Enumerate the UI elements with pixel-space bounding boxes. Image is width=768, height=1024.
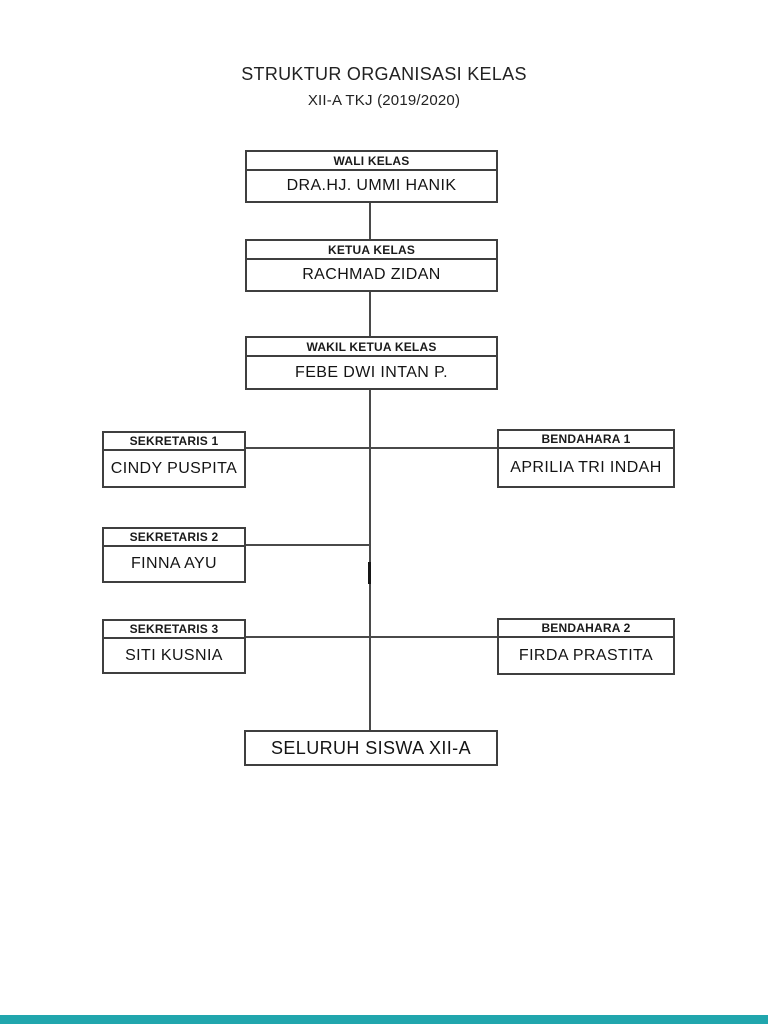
orgbox-bendahara-2: BENDAHARA 2 FIRDA PRASTITA: [497, 618, 675, 675]
connector-row3: [246, 636, 497, 638]
role-label-sekretaris-1: SEKRETARIS 1: [104, 433, 244, 451]
orgbox-sekretaris-2: SEKRETARIS 2 FINNA AYU: [102, 527, 246, 583]
role-label-sekretaris-2: SEKRETARIS 2: [104, 529, 244, 547]
orgbox-wali-kelas: WALI KELAS DRA.HJ. UMMI HANIK: [245, 150, 498, 203]
orgbox-ketua-kelas: KETUA KELAS RACHMAD ZIDAN: [245, 239, 498, 292]
label-seluruh-siswa: SELURUH SISWA XII-A: [271, 737, 471, 758]
chart-title: STRUKTUR ORGANISASI KELAS: [241, 64, 527, 84]
person-name-sekretaris-1: CINDY PUSPITA: [110, 459, 238, 477]
person-name-bendahara-2: FIRDA PRASTITA: [518, 646, 654, 664]
connector-trunk-accent: [368, 562, 371, 584]
role-label-wakil-ketua-kelas: WAKIL KETUA KELAS: [247, 338, 496, 357]
connector-row1: [246, 447, 497, 449]
connector-wali-to-ketua: [369, 203, 371, 239]
connector-row2: [246, 544, 370, 546]
person-name-bendahara-1: APRILIA TRI INDAH: [510, 458, 662, 476]
connector-ketua-to-wakil: [369, 292, 371, 336]
role-label-wali-kelas: WALI KELAS: [247, 152, 496, 171]
orgbox-seluruh-siswa: SELURUH SISWA XII-A: [244, 730, 498, 766]
orgbox-bendahara-1: BENDAHARA 1 APRILIA TRI INDAH: [497, 429, 675, 488]
person-name-ketua-kelas: RACHMAD ZIDAN: [302, 266, 441, 283]
connector-trunk: [369, 389, 371, 730]
orgbox-sekretaris-1: SEKRETARIS 1 CINDY PUSPITA: [102, 431, 246, 488]
orgbox-sekretaris-3: SEKRETARIS 3 SITI KUSNIA: [102, 619, 246, 674]
orgbox-wakil-ketua-kelas: WAKIL KETUA KELAS FEBE DWI INTAN P.: [245, 336, 498, 390]
role-label-ketua-kelas: KETUA KELAS: [247, 241, 496, 260]
person-name-sekretaris-2: FINNA AYU: [131, 555, 217, 572]
role-label-bendahara-1: BENDAHARA 1: [499, 431, 673, 449]
role-label-sekretaris-3: SEKRETARIS 3: [104, 621, 244, 639]
person-name-wali-kelas: DRA.HJ. UMMI HANIK: [286, 177, 457, 194]
person-name-sekretaris-3: SITI KUSNIA: [125, 646, 223, 664]
role-label-bendahara-2: BENDAHARA 2: [499, 620, 673, 638]
person-name-wakil-ketua-kelas: FEBE DWI INTAN P.: [295, 363, 448, 381]
footer-bar: [0, 1015, 768, 1024]
chart-subtitle: XII-A TKJ (2019/2020): [307, 92, 461, 109]
